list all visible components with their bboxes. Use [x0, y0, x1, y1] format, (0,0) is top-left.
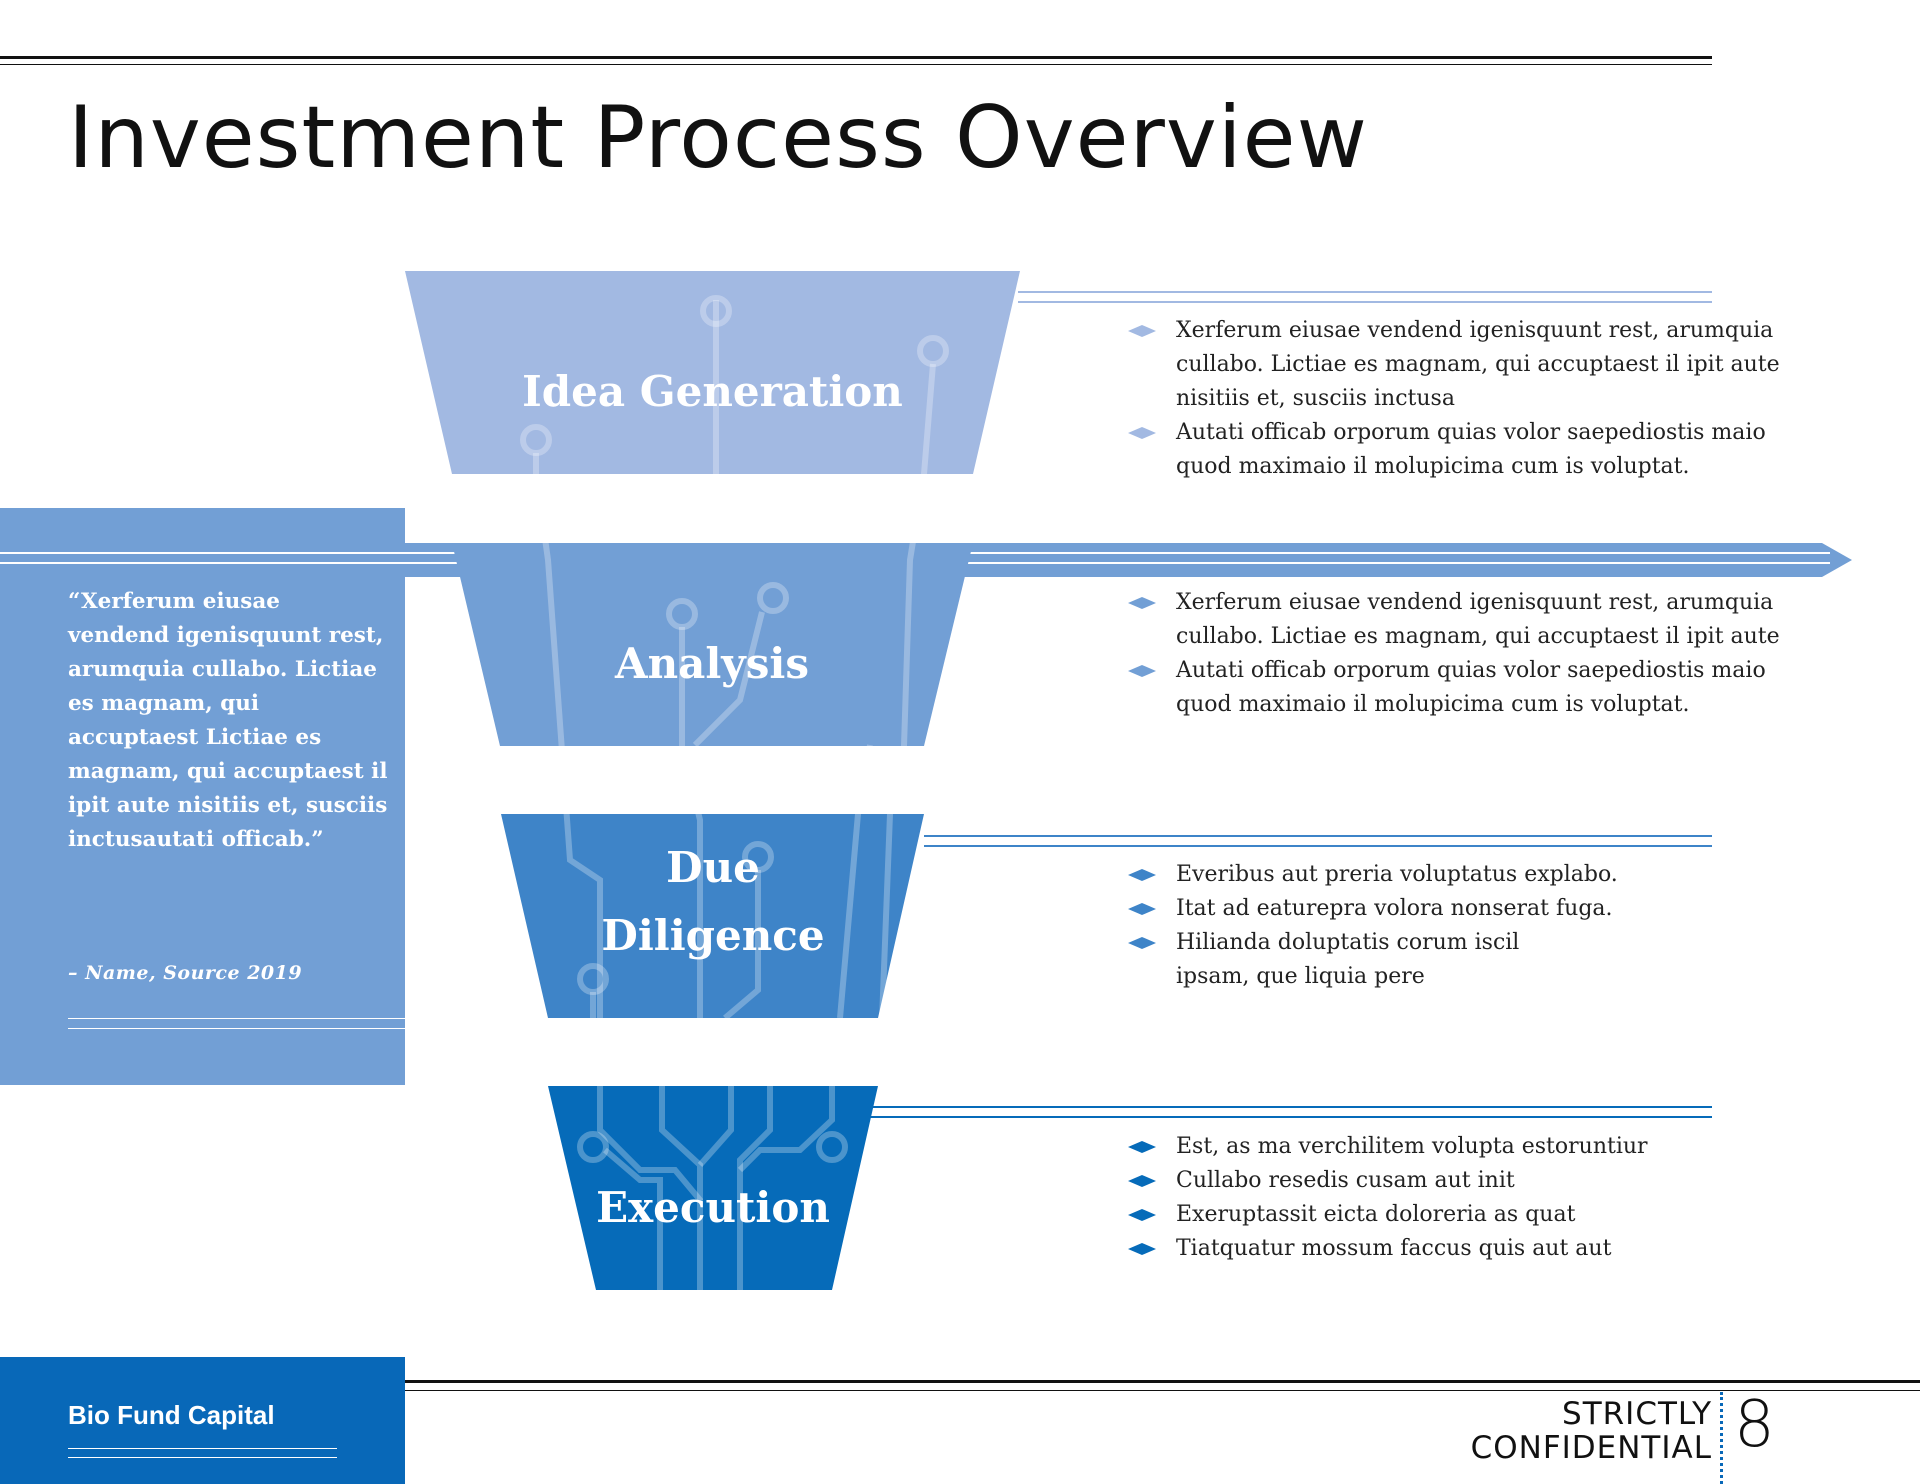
list-item: Exeruptassit eicta doloreria as quat: [1128, 1198, 1808, 1232]
quote-text: “Xerferum eiusae vendend igenisquunt res…: [68, 589, 388, 852]
bullet-list-analysis: Xerferum eiusae vendend igenisquunt rest…: [1128, 586, 1808, 722]
diamond-bullet-icon: [1128, 1209, 1156, 1221]
bullet-text: Autati officab orporum quias volor saepe…: [1176, 420, 1766, 479]
top-rule-thin: [0, 64, 1712, 65]
bullet-text: Exeruptassit eicta doloreria as quat: [1176, 1202, 1576, 1227]
footer-rule-thin: [405, 1390, 1920, 1391]
diamond-bullet-icon: [1128, 665, 1156, 677]
bullet-text: Everibus aut preria voluptatus explabo.: [1176, 862, 1618, 887]
list-item: Everibus aut preria voluptatus explabo.: [1128, 858, 1808, 892]
footer-brand-panel: [0, 1357, 405, 1484]
bullet-text: Est, as ma verchilitem volupta estorunti…: [1176, 1134, 1648, 1159]
stage-label-due-diligence: Due Diligence: [548, 834, 878, 970]
stage-shape-execution: [548, 1086, 878, 1290]
diamond-bullet-icon: [1128, 1175, 1156, 1187]
confidential-line-1: STRICTLY: [1562, 1396, 1712, 1432]
bullet-text: Hilianda doluptatis corum iscil ipsam, q…: [1176, 930, 1520, 989]
list-item: Autati officab orporum quias volor saepe…: [1128, 654, 1808, 722]
list-item: Xerferum eiusae vendend igenisquunt rest…: [1128, 586, 1808, 654]
page-number-divider: [1720, 1392, 1723, 1484]
footer-brand-name: Bio Fund Capital: [68, 1400, 275, 1430]
page-title: Investment Process Overview: [68, 88, 1368, 188]
diamond-bullet-icon: [1128, 1141, 1156, 1153]
stage-connector-lines: [870, 291, 1712, 1118]
bullet-text: Itat ad eaturepra volora nonserat fuga.: [1176, 896, 1613, 921]
stage-shape-analysis: [452, 543, 973, 746]
list-item: Cullabo resedis cusam aut init: [1128, 1164, 1808, 1198]
list-item: Hilianda doluptatis corum iscil ipsam, q…: [1128, 926, 1576, 994]
diamond-bullet-icon: [1128, 1243, 1156, 1255]
quote-rule-1: [68, 1018, 405, 1019]
bullet-text: Xerferum eiusae vendend igenisquunt rest…: [1176, 318, 1780, 411]
stage-label-analysis: Analysis: [615, 639, 809, 688]
diamond-bullet-icon: [1128, 937, 1156, 949]
footer-rule-thick: [405, 1380, 1920, 1383]
top-rule-thick: [0, 56, 1712, 59]
footer-brand-rule-2: [68, 1457, 337, 1458]
bullet-text: Autati officab orporum quias volor saepe…: [1176, 658, 1766, 717]
stage-label-idea-generation: Idea Generation: [522, 367, 903, 416]
list-item: Itat ad eaturepra volora nonserat fuga.: [1128, 892, 1808, 926]
bullet-list-due-diligence: Everibus aut preria voluptatus explabo. …: [1128, 858, 1808, 994]
diamond-bullet-icon: [1128, 427, 1156, 439]
footer-brand-rule-1: [68, 1448, 337, 1449]
stage-label-due-diligence-line-1: Due: [666, 843, 760, 892]
list-item: Est, as ma verchilitem volupta estorunti…: [1128, 1130, 1808, 1164]
stage-label-execution: Execution: [596, 1183, 830, 1232]
bullet-list-idea-generation: Xerferum eiusae vendend igenisquunt rest…: [1128, 314, 1808, 484]
stage-shape-idea-generation: [405, 271, 1020, 474]
quote-source: – Name, Source 2019: [68, 962, 303, 984]
diamond-bullet-icon: [1128, 903, 1156, 915]
quote-rule-2: [68, 1028, 405, 1029]
confidential-line-2: CONFIDENTIAL: [1470, 1430, 1712, 1466]
diamond-bullet-icon: [1128, 869, 1156, 881]
list-item: Tiatquatur mossum faccus quis aut aut: [1128, 1232, 1808, 1266]
bullet-text: Cullabo resedis cusam aut init: [1176, 1168, 1515, 1193]
bullet-text: Xerferum eiusae vendend igenisquunt rest…: [1176, 590, 1780, 649]
page-number: 8: [1734, 1388, 1775, 1462]
diamond-bullet-icon: [1128, 597, 1156, 609]
list-item: Xerferum eiusae vendend igenisquunt rest…: [1128, 314, 1808, 416]
diamond-bullet-icon: [1128, 325, 1156, 337]
list-item: Autati officab orporum quias volor saepe…: [1128, 416, 1808, 484]
stage-label-due-diligence-line-2: Diligence: [601, 911, 825, 960]
circuit-decoration: [520, 295, 949, 1290]
quote-panel: [0, 508, 405, 1085]
bullet-text: Tiatquatur mossum faccus quis aut aut: [1176, 1236, 1612, 1261]
bullet-list-execution: Est, as ma verchilitem volupta estorunti…: [1128, 1130, 1808, 1266]
stage-shape-due-diligence: [501, 814, 924, 1018]
